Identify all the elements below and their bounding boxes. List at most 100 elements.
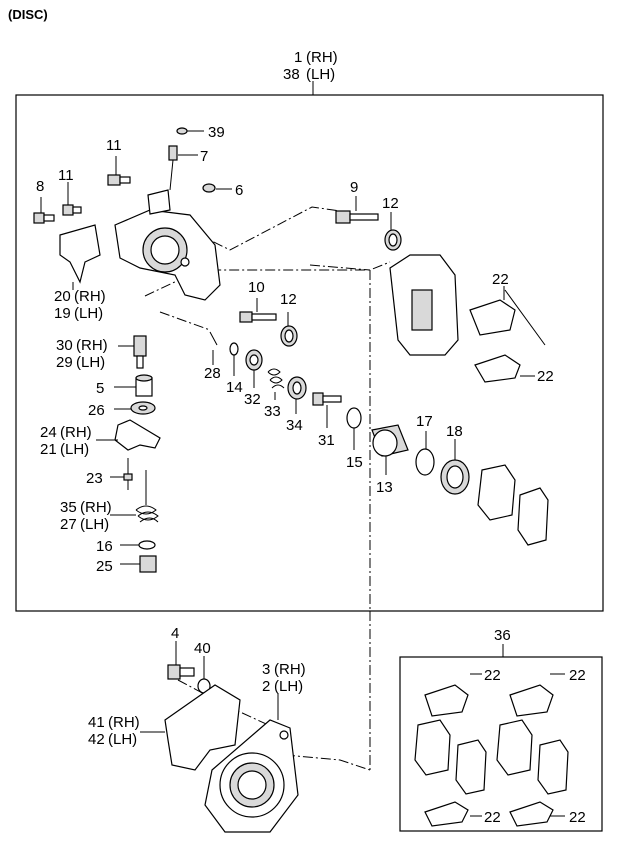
callout-10: 10: [248, 279, 265, 296]
caliper-body-part: [114, 189, 221, 301]
dust-cap-part: [202, 183, 232, 193]
snap-ring-part-15: [346, 407, 362, 450]
callout-22a: 22: [492, 271, 509, 288]
callout-11a: 11: [106, 137, 122, 154]
callout-5: 5: [96, 380, 104, 397]
caliper-assembly-frame: [15, 94, 604, 612]
callout-3-side: (RH): [274, 661, 306, 678]
callout-22e: 22: [484, 809, 501, 826]
callout-41: 41: [88, 714, 105, 731]
guide-pin-part-9: [335, 196, 379, 224]
callout-1-side: (RH): [306, 49, 338, 66]
callout-13: 13: [376, 479, 393, 496]
callout-22c: 22: [484, 667, 501, 684]
callout-7: 7: [200, 148, 208, 165]
callout-30-side: (RH): [76, 337, 108, 354]
bolt-part-4: [167, 641, 195, 680]
bleeder-cap-part: [176, 127, 204, 135]
piston-part-13: [371, 424, 409, 475]
callout-19-side: (LH): [74, 305, 103, 322]
callout-41-side: (RH): [108, 714, 140, 731]
callout-21-side: (LH): [60, 441, 89, 458]
callout-35-side: (RH): [80, 499, 112, 516]
callout-16: 16: [96, 538, 113, 555]
bolt-part-8: [33, 197, 55, 224]
callout-20-side: (RH): [74, 288, 106, 305]
callout-22b: 22: [537, 368, 554, 385]
bolt-part-11b: [62, 182, 82, 216]
bush-part-5: [114, 374, 153, 397]
callout-4: 4: [171, 625, 179, 642]
adjuster-part-31: [312, 392, 342, 428]
callout-11b: 11: [58, 167, 74, 184]
pad-kit-frame: [399, 656, 603, 832]
brake-pad-part: [477, 464, 549, 546]
callout-15: 15: [346, 454, 363, 471]
pin-part-28: [209, 331, 218, 365]
callout-36: 36: [494, 627, 511, 644]
ring-part-14: [229, 342, 239, 376]
backing-bracket-part: [140, 684, 241, 771]
callout-2-side: (LH): [274, 678, 303, 695]
bolt-part-11a: [107, 156, 131, 186]
callout-21: 21: [40, 441, 57, 458]
callout-29: 29: [56, 354, 73, 371]
callout-31: 31: [318, 432, 335, 449]
piston-seal-part-17: [415, 431, 435, 476]
callout-6: 6: [235, 182, 243, 199]
lever-bracket-part: [59, 224, 101, 290]
shaft-part: [118, 335, 147, 369]
carrier-part: [389, 254, 459, 356]
bush-part-32: [245, 349, 263, 388]
callout-33: 33: [264, 403, 281, 420]
pad-clip-part-22a: [469, 286, 546, 346]
callout-40: 40: [194, 640, 211, 657]
callout-3: 3: [262, 661, 270, 678]
callout-9: 9: [350, 179, 358, 196]
callout-32: 32: [244, 391, 261, 408]
washer-part-26: [114, 401, 156, 415]
callout-42-side: (LH): [108, 731, 137, 748]
callout-19: 19: [54, 305, 71, 322]
boot-part-12b: [280, 312, 298, 347]
nut-part-25: [120, 555, 157, 573]
callout-8: 8: [36, 178, 44, 195]
washer-part-16: [120, 540, 156, 550]
pad-clip-part-22b: [474, 354, 535, 383]
callout-27-side: (LH): [80, 516, 109, 533]
seal-part-34: [287, 376, 307, 414]
callout-34: 34: [286, 417, 303, 434]
callout-12a: 12: [382, 195, 399, 212]
callout-23: 23: [86, 470, 103, 487]
callout-22d: 22: [569, 667, 586, 684]
callout-14: 14: [226, 379, 243, 396]
boot-part-12a: [384, 212, 402, 251]
callout-22f: 22: [569, 809, 586, 826]
piston-boot-part-18: [440, 439, 470, 495]
callout-17: 17: [416, 413, 433, 430]
callout-42: 42: [88, 731, 105, 748]
callout-25: 25: [96, 558, 113, 575]
callout-1: 1: [294, 49, 302, 66]
callout-20: 20: [54, 288, 71, 305]
callout-2: 2: [262, 678, 270, 695]
bleeder-screw-part: [168, 145, 198, 191]
bolt-part-23: [110, 458, 133, 490]
lever-part-24: [96, 419, 161, 451]
diagram-title: (DISC): [8, 7, 48, 22]
callout-18: 18: [446, 423, 463, 440]
callout-30: 30: [56, 337, 73, 354]
washer-part-40: [197, 656, 211, 694]
callout-38: 38: [283, 66, 300, 83]
callout-12b: 12: [280, 291, 297, 308]
callout-27: 27: [60, 516, 77, 533]
guide-pin-part-10: [239, 298, 277, 323]
callout-26: 26: [88, 402, 105, 419]
callout-39: 39: [208, 124, 225, 141]
spring-part-33: [267, 368, 285, 400]
return-spring-part-35: [110, 470, 159, 523]
callout-24-side: (RH): [60, 424, 92, 441]
callout-24: 24: [40, 424, 57, 441]
pad-kit-contents: [414, 673, 569, 827]
